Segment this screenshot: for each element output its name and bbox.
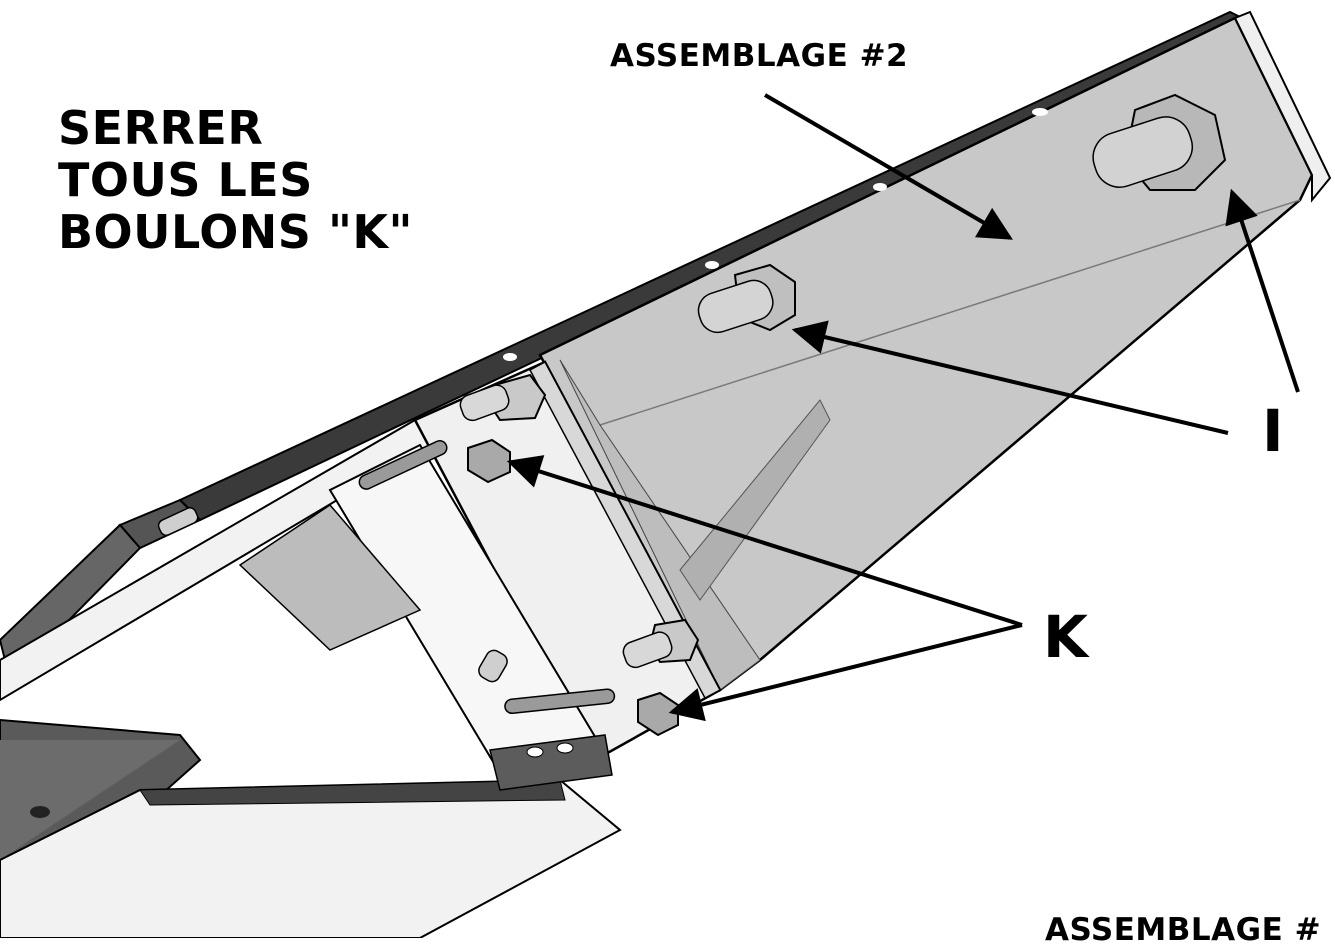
rods [358,440,616,715]
rail-holes [503,108,1048,361]
arrow-i-large [1225,188,1300,393]
arrow-i-small [791,320,1229,435]
bolt-k-lower [637,691,679,737]
instruction-line-1: SERRER [58,101,264,155]
instruction-line-2: TOUS LES [58,153,313,207]
bolt-i-small [697,263,796,334]
bolt-small-rail [157,507,508,683]
assembly-bottom-label: ASSEMBLAGE # [1045,912,1322,948]
arrow-assembly-2 [763,93,1013,240]
instruction-text: SERRER TOUS LES BOULONS "K" [58,102,413,258]
bolt-i-label: I [1262,397,1284,465]
bolt-i-large [1092,93,1227,191]
arrow-k-upper [506,455,1023,627]
bolt-lower-left [622,618,700,669]
bolt-upper-left [459,373,547,422]
arrow-k-lower [668,623,1023,722]
assembly-2-label: ASSEMBLAGE #2 [610,38,909,74]
lower-frame [0,718,622,938]
bolt-k-label: K [1043,603,1088,671]
leader-arrows [506,93,1300,722]
instruction-line-3: BOULONS "K" [58,205,414,259]
